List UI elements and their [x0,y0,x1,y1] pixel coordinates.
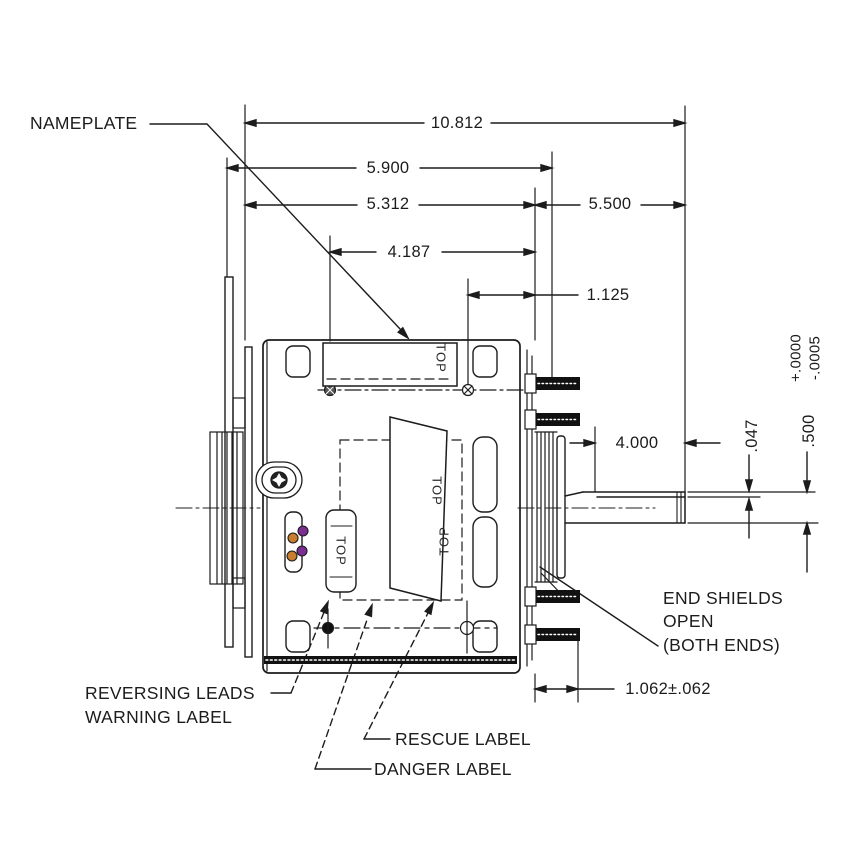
dimension-lines [224,118,812,694]
stud [524,373,580,394]
stud [524,586,580,607]
stator-shell [262,339,521,674]
nameplate-callout: NAMEPLATE [30,113,138,133]
top-mark-nameplate: TOP [433,343,449,373]
reversing-leads-callout-line1: REVERSING LEADS [85,683,255,703]
dim-overall-with-shaft: 10.812 [428,113,486,132]
dim-shaft-extension: 4.000 [613,433,661,452]
mounting-studs [524,373,580,645]
datum-row-top [317,383,528,397]
reversing-leads-callout-line2: WARNING LABEL [85,707,233,727]
shaft [564,491,686,524]
dim-label-span: 4.187 [385,242,433,261]
rescue-label-outline [389,416,448,602]
right-fin-stack [534,431,567,600]
stud [524,624,580,645]
warning-label-outline [325,509,357,593]
dim-frame-overall: 5.900 [364,158,412,177]
rescue-label-callout: RESCUE LABEL [395,729,531,749]
vent-slot [472,436,498,513]
dim-shaft-side-length: 5.500 [586,194,634,213]
end-shields-callout-line1: END SHIELDS [663,588,783,608]
dimension-extension-lines [226,104,819,703]
stud [524,409,580,430]
through-bolt-cap [285,620,311,653]
dim-tolerance-minus: -.0005 [806,335,824,381]
dim-body-length: 5.312 [364,194,412,213]
left-end-shield [244,346,253,658]
leader-lines [149,123,659,770]
dim-shaft-diameter: .500 [799,414,818,448]
datum-row-bottom [313,600,498,654]
lead-dot-purple [296,545,308,557]
vent-slot [472,516,498,588]
through-bolt-cap [472,345,498,378]
dim-tolerance-plus: +.0000 [787,333,805,383]
reversing-leads-label [284,511,309,573]
lead-dot-purple [297,525,309,537]
top-mark-rescue-label-lower: TOP [436,526,452,556]
end-shields-callout-line2: OPEN [663,611,714,631]
dim-label-offset: 1.125 [584,285,632,304]
through-bolt-cap [472,620,498,653]
top-mark-warning-label: TOP [333,536,349,566]
left-mounting-plate [224,276,234,648]
lead-dot-orange [287,532,299,544]
connector-boss [255,461,303,499]
danger-label-callout: DANGER LABEL [374,759,512,779]
through-bolt-cap [285,345,311,378]
top-mark-rescue-label-upper: TOP [429,476,445,506]
end-shields-callout-line3: (BOTH ENDS) [663,635,781,655]
dim-flat-depth: .047 [742,419,761,453]
dim-stud-length: 1.062±.062 [623,679,713,698]
left-fin-stack [209,431,244,585]
lead-dot-orange [286,550,298,562]
motor-body [175,276,686,674]
